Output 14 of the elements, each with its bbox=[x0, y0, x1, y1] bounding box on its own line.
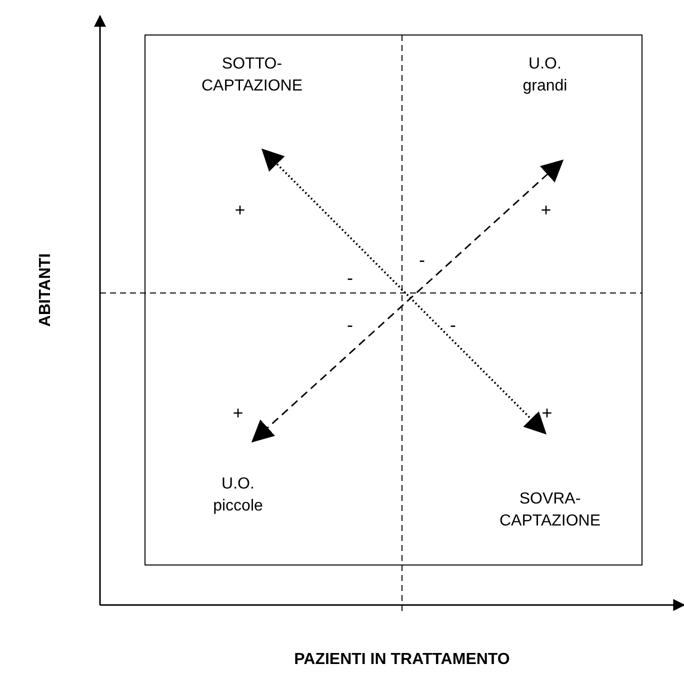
minus-sign: - bbox=[450, 314, 456, 337]
plus-sign: + bbox=[540, 198, 552, 222]
axis-title: ABITANTI bbox=[36, 253, 56, 327]
plus-sign: + bbox=[234, 198, 246, 222]
quadrant-label: SOTTO- CAPTAZIONE bbox=[200, 54, 304, 96]
plus-sign: + bbox=[542, 402, 552, 425]
minus-sign: - bbox=[347, 266, 353, 290]
quadrant-label: SOVRA- CAPTAZIONE bbox=[498, 489, 602, 531]
quadrant-label: U.O. piccole bbox=[212, 474, 264, 516]
quadrant-label: U.O. grandi bbox=[522, 54, 568, 96]
minus-sign: - bbox=[419, 248, 425, 272]
plus-sign: + bbox=[232, 402, 244, 425]
axis-title: PAZIENTI IN TRATTAMENTO bbox=[294, 650, 510, 670]
minus-sign: - bbox=[347, 314, 353, 337]
